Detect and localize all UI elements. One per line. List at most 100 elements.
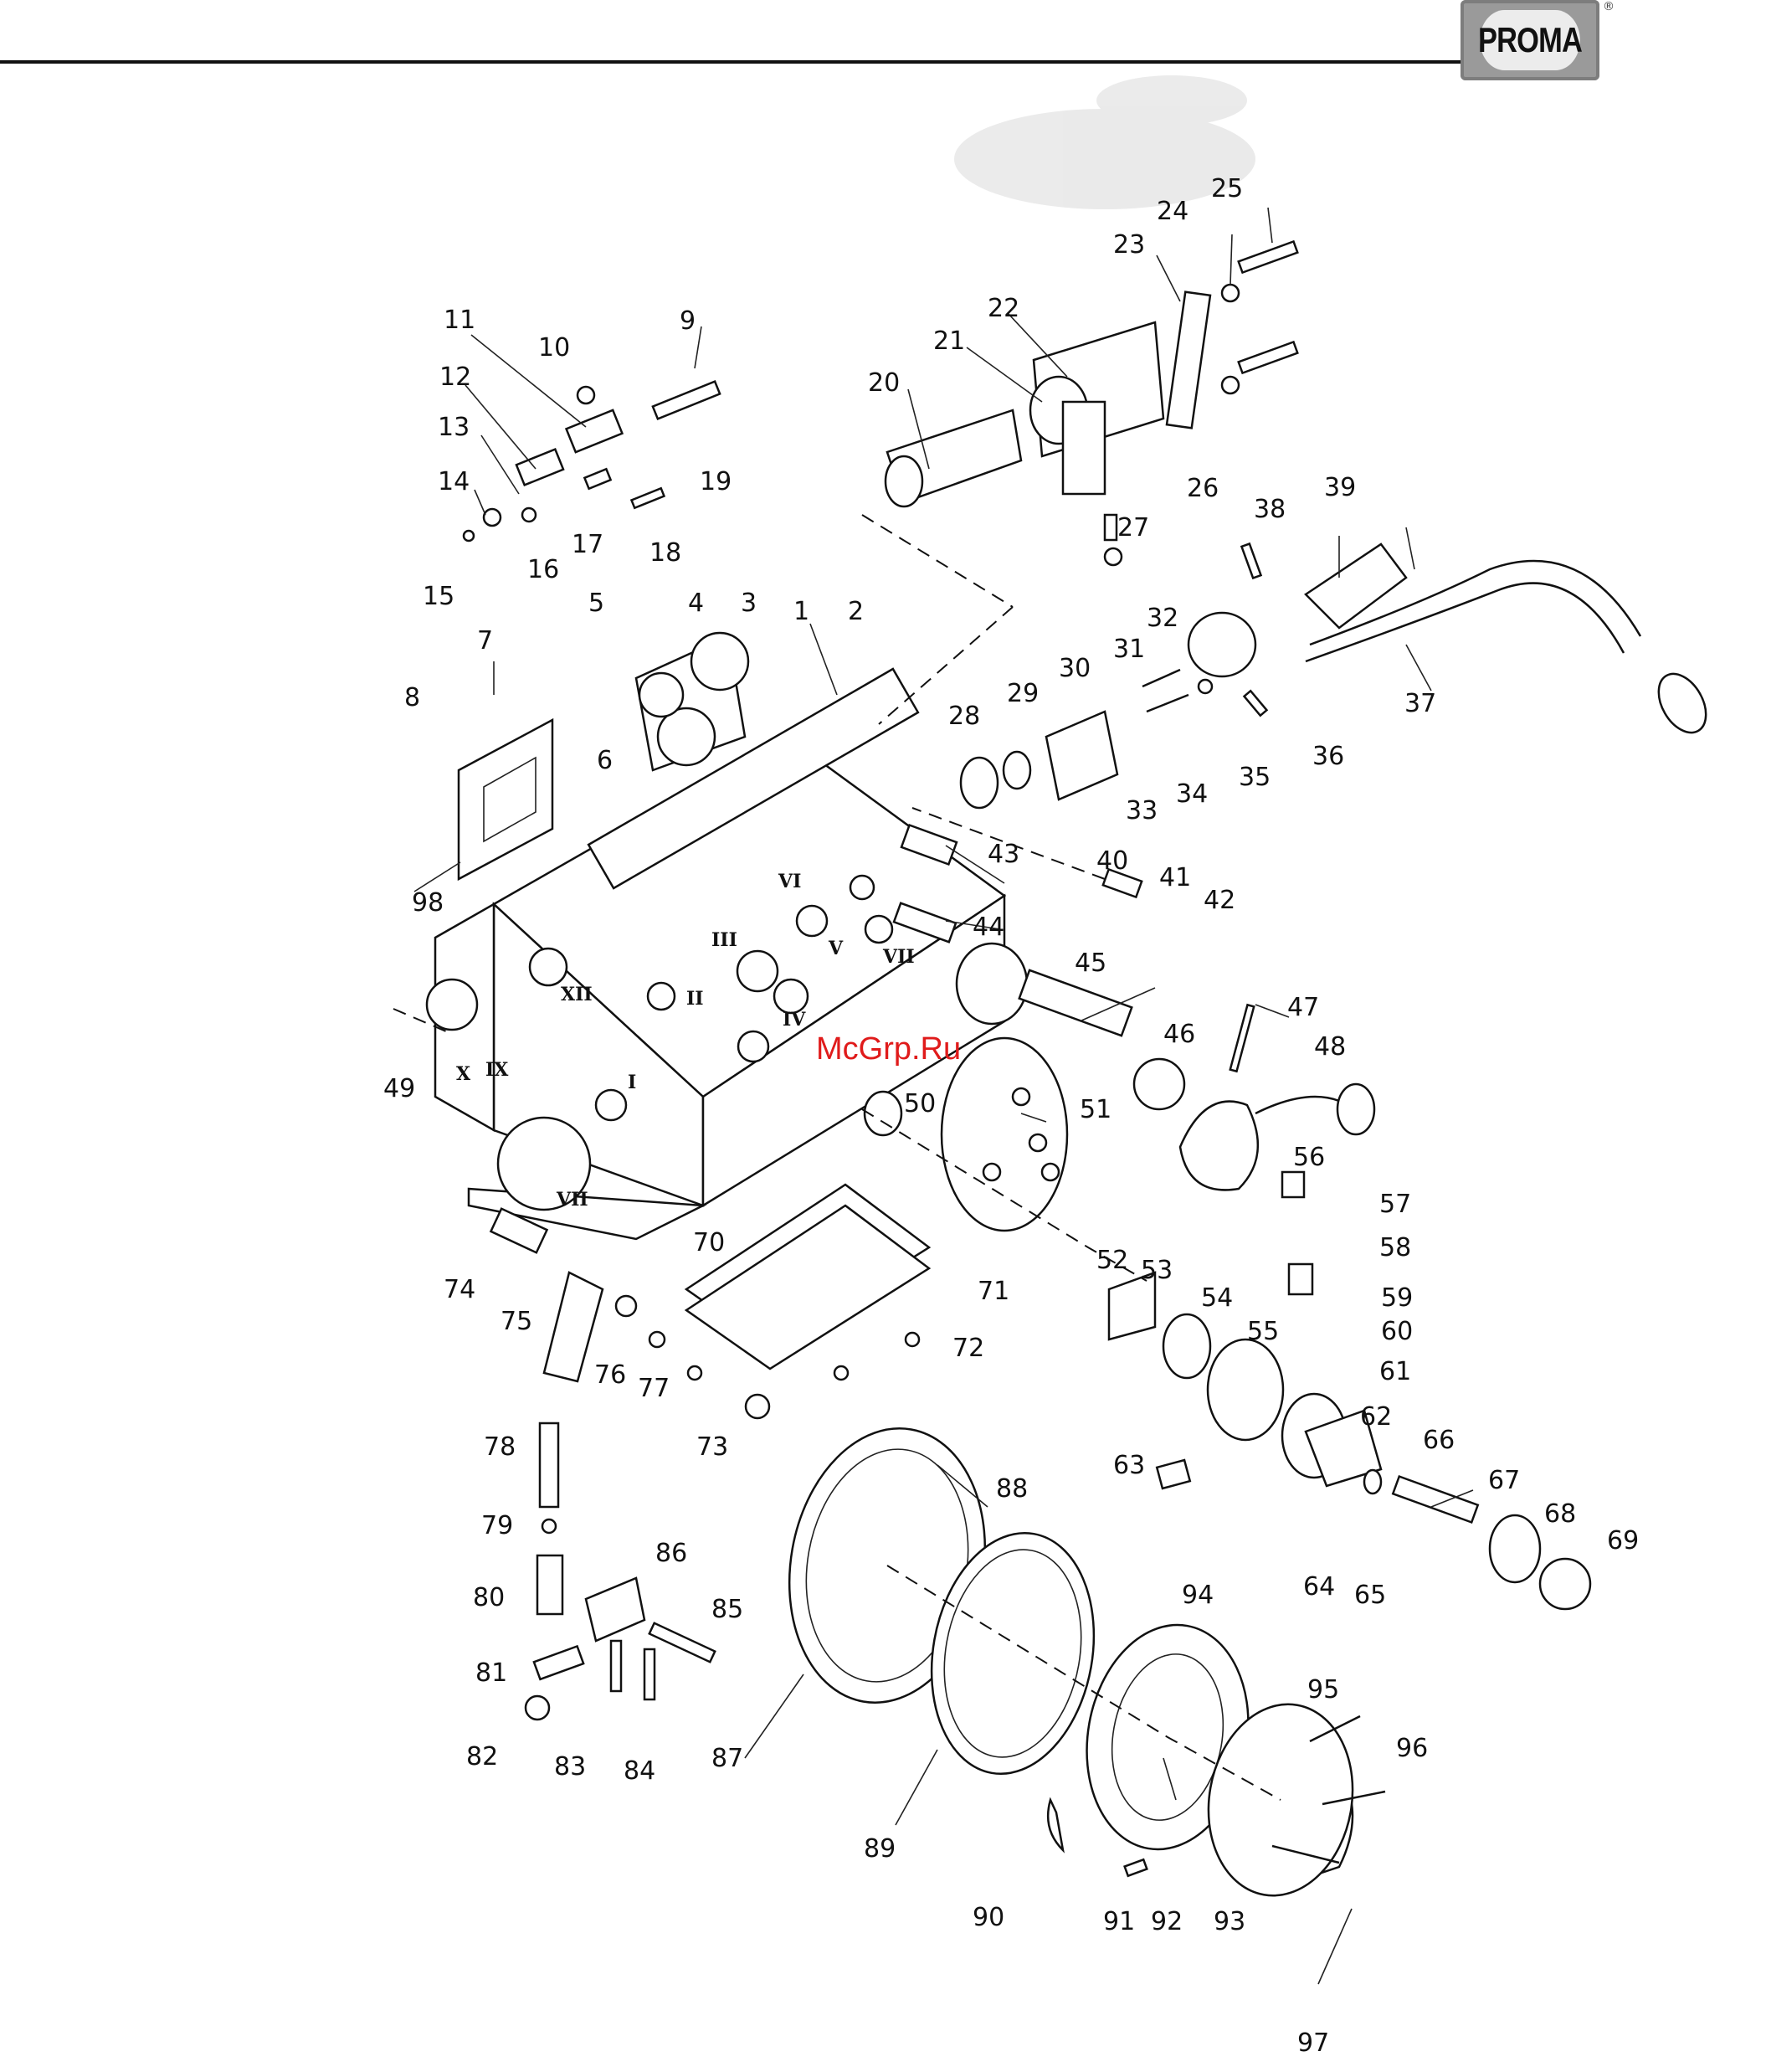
- shafts: [863, 823, 1376, 1191]
- callout-65: 65: [1354, 1581, 1386, 1610]
- callout-83: 83: [554, 1752, 586, 1782]
- callout-47: 47: [1287, 993, 1319, 1022]
- callout-12: 12: [439, 362, 471, 392]
- callout-13: 13: [438, 413, 470, 442]
- callout-70: 70: [693, 1228, 725, 1257]
- proma-logo: PROMA: [1461, 0, 1599, 80]
- shaft-label-7b: VII: [556, 1189, 588, 1211]
- callout-2: 2: [848, 597, 864, 626]
- callout-43: 43: [988, 840, 1019, 869]
- callout-98: 98: [412, 888, 444, 918]
- callout-84: 84: [624, 1756, 655, 1786]
- shaft-label-6: VI: [778, 871, 801, 892]
- callout-34: 34: [1176, 779, 1208, 809]
- callout-39: 39: [1324, 473, 1356, 502]
- shaft-label-7: VII: [882, 946, 915, 968]
- leader-lines: [413, 207, 1474, 1985]
- callout-8: 8: [404, 683, 420, 712]
- callout-63: 63: [1113, 1451, 1145, 1480]
- shaft-label-12: XII: [561, 984, 593, 1005]
- callout-56: 56: [1293, 1143, 1325, 1172]
- callout-67: 67: [1488, 1466, 1520, 1495]
- callout-54: 54: [1201, 1283, 1233, 1313]
- callout-59: 59: [1381, 1283, 1413, 1313]
- callout-87: 87: [711, 1744, 743, 1773]
- callout-90: 90: [973, 1903, 1004, 1932]
- callout-16: 16: [527, 555, 559, 584]
- bottom-cover: [684, 1183, 932, 1420]
- callout-7: 7: [477, 626, 493, 656]
- callout-68: 68: [1544, 1499, 1576, 1529]
- callout-74: 74: [444, 1275, 475, 1304]
- callout-57: 57: [1379, 1190, 1411, 1219]
- shaft-label-1: I: [628, 1072, 636, 1093]
- callout-4: 4: [688, 589, 704, 618]
- callout-18: 18: [649, 538, 681, 568]
- spindle-rings: [788, 1427, 1386, 1897]
- callout-86: 86: [655, 1539, 687, 1568]
- header-rule: [0, 60, 1461, 64]
- callout-53: 53: [1141, 1256, 1173, 1285]
- callout-78: 78: [484, 1432, 516, 1462]
- callout-10: 10: [538, 333, 570, 362]
- callout-73: 73: [696, 1432, 728, 1462]
- shaft-label-2: II: [686, 988, 704, 1010]
- callout-9: 9: [680, 306, 696, 336]
- callout-36: 36: [1312, 742, 1344, 771]
- callout-41: 41: [1159, 863, 1191, 892]
- callout-80: 80: [473, 1583, 505, 1612]
- callout-45: 45: [1075, 949, 1106, 978]
- callout-37: 37: [1404, 689, 1436, 718]
- callout-11: 11: [444, 306, 475, 335]
- callout-17: 17: [572, 530, 603, 559]
- callout-71: 71: [978, 1277, 1009, 1306]
- logo-text: PROMA: [1478, 10, 1583, 70]
- shaft-label-4: IV: [783, 1009, 806, 1031]
- callout-85: 85: [711, 1595, 743, 1624]
- callout-52: 52: [1096, 1246, 1128, 1275]
- callout-96: 96: [1396, 1734, 1428, 1763]
- cover-plate: [457, 717, 554, 882]
- callout-24: 24: [1157, 197, 1188, 226]
- scan-noise: [954, 75, 1255, 209]
- callout-60: 60: [1381, 1317, 1413, 1346]
- callout-32: 32: [1147, 604, 1178, 633]
- callout-69: 69: [1607, 1526, 1639, 1555]
- callout-31: 31: [1113, 635, 1145, 664]
- shaft-label-3: III: [711, 929, 737, 951]
- callout-89: 89: [864, 1834, 896, 1864]
- callout-97: 97: [1297, 2028, 1329, 2058]
- callout-51: 51: [1080, 1095, 1111, 1124]
- callout-95: 95: [1307, 1675, 1339, 1704]
- shift-bracket: [884, 239, 1299, 567]
- lever-assembly: [959, 542, 1707, 810]
- assembly-lines: [393, 514, 1281, 1801]
- callout-50: 50: [904, 1089, 936, 1118]
- callout-94: 94: [1182, 1581, 1214, 1610]
- callout-75: 75: [501, 1307, 532, 1336]
- callout-61: 61: [1379, 1357, 1411, 1386]
- callout-35: 35: [1239, 763, 1271, 792]
- callout-29: 29: [1007, 679, 1039, 708]
- callout-5: 5: [588, 589, 604, 618]
- gearbox-housing: I II III IV V VI VII XII IX X VII: [425, 667, 1007, 1241]
- callout-30: 30: [1059, 654, 1091, 683]
- shaft-label-5: V: [828, 938, 844, 959]
- callout-44: 44: [973, 913, 1004, 942]
- callout-38: 38: [1254, 495, 1286, 524]
- callout-6: 6: [597, 746, 613, 775]
- oil-pump-group: [1107, 1170, 1592, 1611]
- callout-93: 93: [1214, 1907, 1245, 1936]
- callout-55: 55: [1247, 1317, 1279, 1346]
- callout-1: 1: [793, 597, 809, 626]
- registered-mark: ®: [1603, 0, 1615, 13]
- callout-3: 3: [741, 589, 757, 618]
- callout-79: 79: [481, 1511, 513, 1540]
- callout-72: 72: [952, 1334, 984, 1363]
- callout-42: 42: [1204, 886, 1235, 915]
- callout-20: 20: [868, 368, 900, 398]
- callout-26: 26: [1187, 474, 1219, 503]
- callout-33: 33: [1126, 796, 1158, 825]
